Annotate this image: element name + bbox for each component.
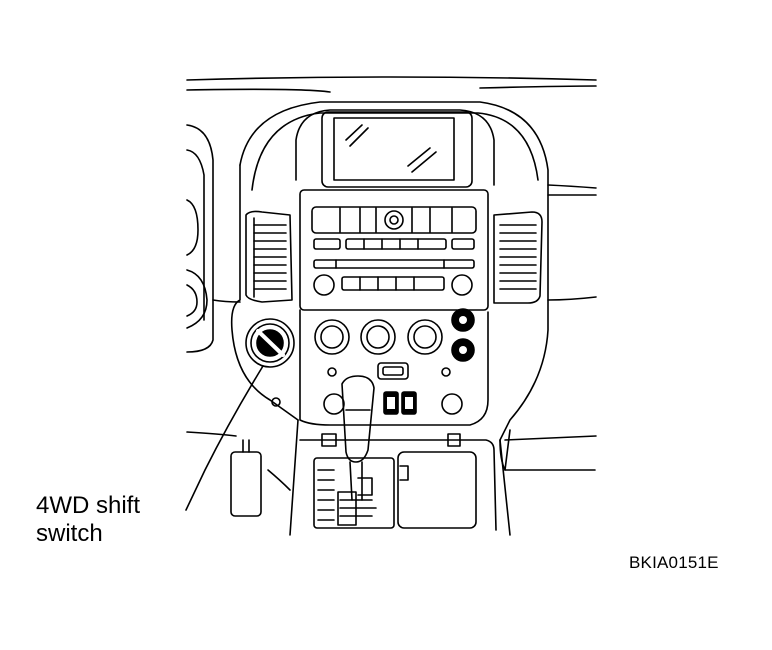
instrument-cluster xyxy=(187,125,240,352)
4wd-shift-switch-knob xyxy=(246,319,294,406)
gear-shifter-console xyxy=(290,376,510,535)
climate-controls xyxy=(300,309,488,425)
callout-leader-line xyxy=(186,366,263,510)
audio-unit xyxy=(300,190,488,310)
left-air-vent xyxy=(246,211,292,302)
navigation-screen xyxy=(296,110,494,187)
right-dash-panel xyxy=(505,195,596,470)
callout-label: 4WD shift switch xyxy=(36,492,140,548)
callout-line-2: switch xyxy=(36,520,103,547)
figure-code: BKIA0151E xyxy=(629,553,719,572)
parking-lever xyxy=(187,432,290,516)
dashboard-top-edge xyxy=(187,77,596,92)
callout-line-1: 4WD shift xyxy=(36,492,141,519)
right-air-vent xyxy=(494,212,542,303)
